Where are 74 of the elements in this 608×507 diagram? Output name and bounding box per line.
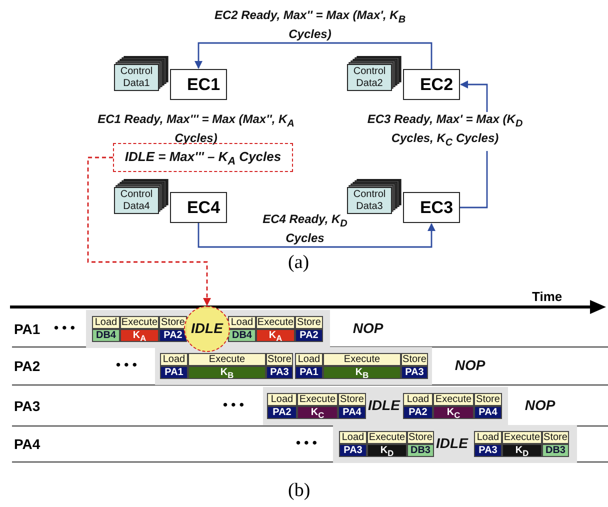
data-cell: DB4 xyxy=(228,329,256,342)
stage-header: Execute xyxy=(367,431,407,444)
stage-header: Load xyxy=(92,316,120,329)
processor-box: EC2 xyxy=(403,69,460,100)
data-cell: PA3 xyxy=(401,366,428,379)
stage-header: Execute xyxy=(256,316,295,329)
row-label: PA1 xyxy=(14,321,40,337)
data-cell: PA3 xyxy=(266,366,293,379)
condition-label: EC1 Ready, Max''' = Max (Max'', K$_{A}$ Cycles) xyxy=(96,112,296,146)
data-cell: K$_{D}$ xyxy=(367,444,407,457)
stage-header: Load xyxy=(339,431,367,444)
arrow xyxy=(198,223,436,248)
stage-header: Store xyxy=(266,353,293,366)
stage-header: Store xyxy=(474,393,502,406)
data-cell: PA1 xyxy=(295,366,323,379)
row-label: PA4 xyxy=(14,436,40,452)
state-label: IDLE xyxy=(435,436,470,450)
state-label: NOP xyxy=(352,321,384,335)
data-cell: PA2 xyxy=(267,406,297,419)
edge-label: EC4 Ready, K$_{D}$ Cycles xyxy=(260,212,350,246)
stage-header: Load xyxy=(160,353,188,366)
stage-header: Store xyxy=(338,393,366,406)
row-label: PA2 xyxy=(14,358,40,374)
note-box: IDLE = Max''' – K$_{A}$ Cycles xyxy=(113,143,293,172)
data-cell: K$_{B}$ xyxy=(188,366,266,379)
stage-header: Execute xyxy=(433,393,474,406)
stage-header: Store xyxy=(295,316,323,329)
data-cell: PA3 xyxy=(339,444,367,457)
data-cell: K$_{A}$ xyxy=(120,329,159,342)
data-cell: PA4 xyxy=(338,406,366,419)
row-label: PA3 xyxy=(14,398,40,414)
data-cell: K$_{C}$ xyxy=(297,406,338,419)
state-label: IDLE xyxy=(367,398,402,412)
arrow xyxy=(87,156,211,306)
data-cell: PA4 xyxy=(474,406,502,419)
stage-header: Load xyxy=(474,431,502,444)
stage-header: Store xyxy=(407,431,434,444)
stage-header: Execute xyxy=(188,353,266,366)
data-cell: DB3 xyxy=(407,444,434,457)
data-cell: PA2 xyxy=(295,329,323,342)
data-cell: DB3 xyxy=(542,444,569,457)
stage-header: Store xyxy=(159,316,187,329)
data-cell: PA2 xyxy=(159,329,187,342)
stage-header: Store xyxy=(401,353,428,366)
state-label: NOP xyxy=(524,398,556,412)
stage-header: Execute xyxy=(297,393,338,406)
stage-header: Execute xyxy=(120,316,159,329)
data-cell: PA2 xyxy=(403,406,433,419)
stage-header: Execute xyxy=(502,431,542,444)
data-cell: K$_{A}$ xyxy=(256,329,295,342)
data-cell: K$_{D}$ xyxy=(502,444,542,457)
stage-header: Store xyxy=(542,431,569,444)
arrow xyxy=(194,42,432,69)
data-cell: PA3 xyxy=(474,444,502,457)
stage-header: Load xyxy=(403,393,433,406)
stage-header: Load xyxy=(267,393,297,406)
ellipsis: • • • xyxy=(223,397,244,412)
state-label: NOP xyxy=(454,358,486,372)
processor-box: EC1 xyxy=(170,69,227,100)
stage-header: Load xyxy=(228,316,256,329)
processor-box: EC3 xyxy=(403,192,460,223)
ellipsis: • • • xyxy=(296,435,317,450)
data-cell: DB4 xyxy=(92,329,120,342)
stage-header: Execute xyxy=(323,353,401,366)
data-cell: PA1 xyxy=(160,366,188,379)
axis-label: Time xyxy=(532,289,562,304)
ellipsis: • • • xyxy=(116,357,137,372)
ellipsis: • • • xyxy=(54,320,75,335)
processor-box: EC4 xyxy=(170,192,227,223)
caption-label: (b) xyxy=(288,480,310,502)
caption-label: (a) xyxy=(288,252,310,274)
data-cell: K$_{B}$ xyxy=(323,366,401,379)
stage-header: Load xyxy=(295,353,323,366)
data-cell: K$_{C}$ xyxy=(433,406,474,419)
